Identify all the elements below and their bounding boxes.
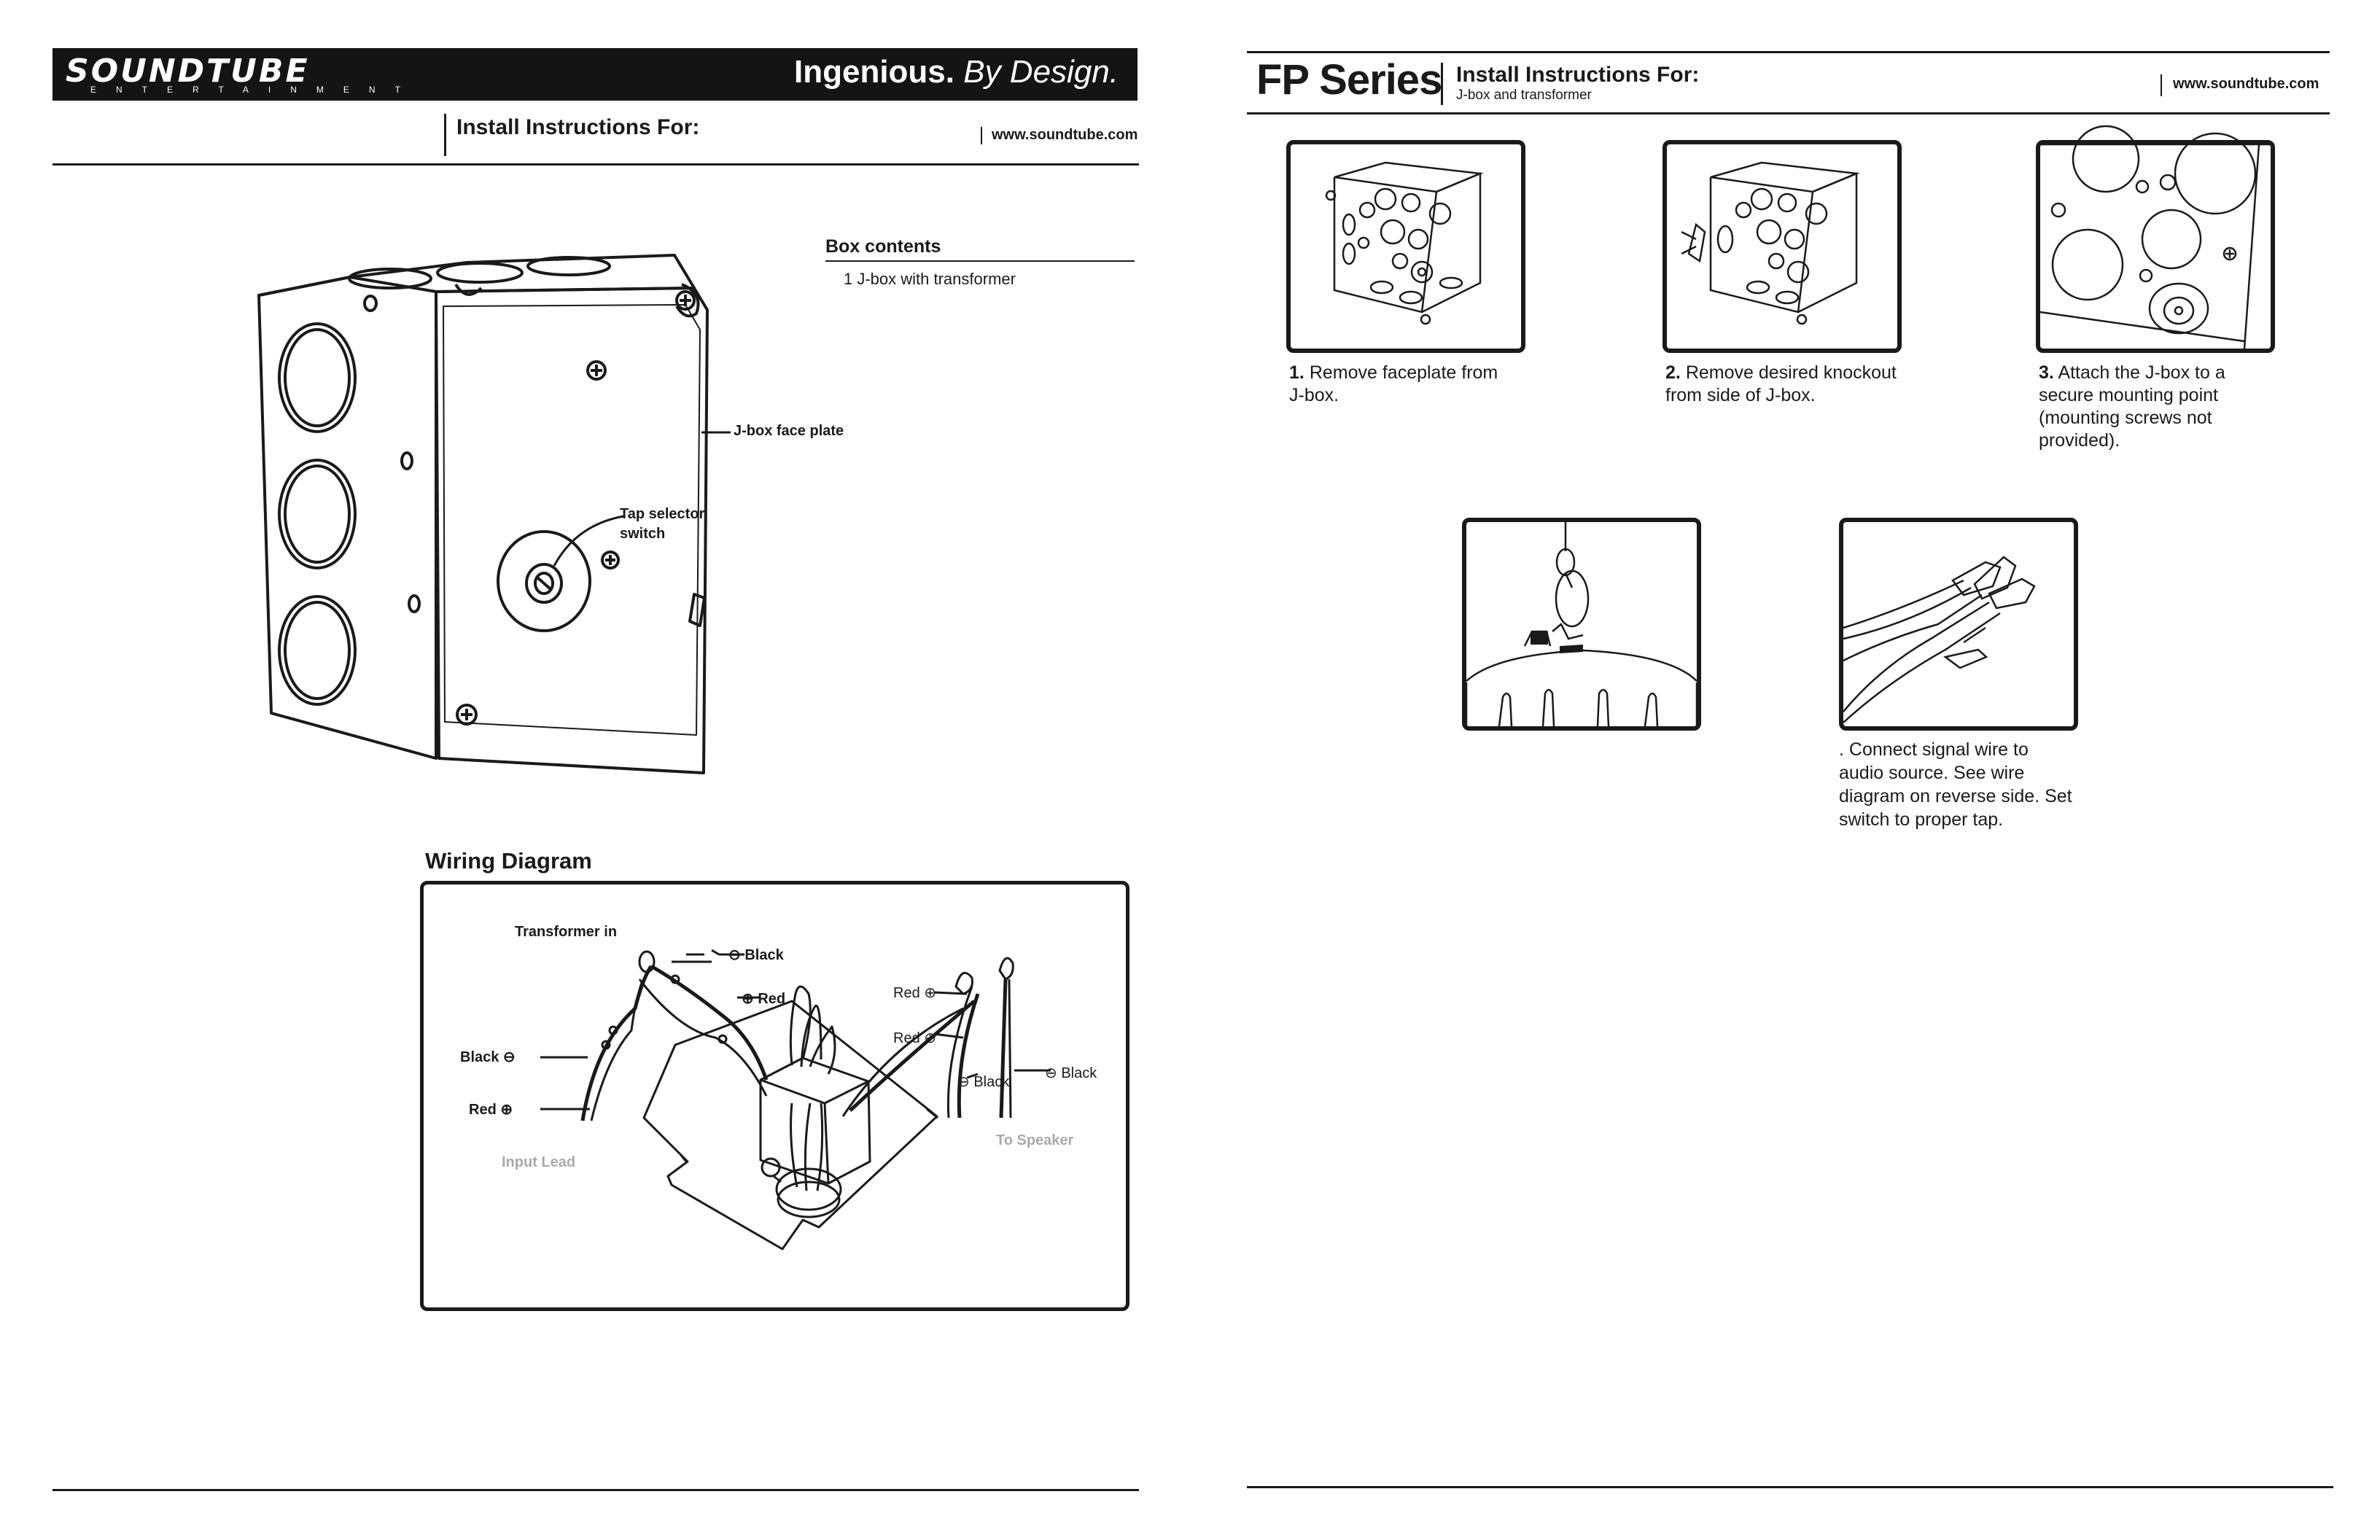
step-4-text: . Connect signal wire to audio source. S… (1839, 738, 2072, 831)
step-3-text: 3. Attach the J-box to a secure mounting… (2039, 362, 2272, 452)
step-4-wires-image (1839, 518, 2078, 731)
tagline-bold: Ingenious. (794, 54, 954, 90)
jbox-open-drawing (1325, 161, 1484, 325)
website-url-left[interactable]: www.soundtube.com (992, 127, 1138, 143)
brand-logo-subtitle: ENTERTAINMENT (90, 85, 420, 95)
label-red-speaker-1: Red ⊕ (893, 985, 937, 1001)
header-bottom-rule-right (1247, 112, 2330, 114)
label-red-top: ⊕ Red (742, 991, 786, 1007)
label-black-speaker-1-text: Black (973, 1074, 1010, 1090)
label-red-speaker-2: Red ⊕ (893, 1030, 937, 1046)
footer-rule-left (52, 1489, 1139, 1491)
website-url-right[interactable]: www.soundtube.com (2173, 76, 2319, 92)
brand-logo: SOUNDTUBE (66, 52, 310, 90)
wiring-diagram-drawing (540, 949, 1051, 1251)
step-4-hanging-image (1462, 518, 1701, 731)
wiring-diagram-title: Wiring Diagram (425, 848, 592, 874)
step-3-description: Attach the J-box to a secure mounting po… (2039, 362, 2225, 451)
brand-tagline: Ingenious. By Design. (794, 54, 1119, 90)
install-title-right: Install Instructions For: (1456, 63, 1700, 87)
step-2-number: 2. (1665, 362, 1681, 383)
url-separator (981, 127, 982, 144)
tagline-italic: By Design. (963, 54, 1119, 90)
label-black-left: Black ⊖ (460, 1049, 516, 1065)
label-red-top-text: Red (758, 991, 786, 1007)
install-title-left: Install Instructions For: (456, 115, 700, 139)
step-1-description: Remove faceplate from J-box. (1289, 362, 1498, 405)
callout-tap-switch-line1: Tap selector (620, 506, 705, 522)
header-separator-right (1441, 63, 1443, 105)
box-contents-item: 1 J-box with transformer (844, 270, 1016, 288)
signal-wire-drawing (1843, 556, 2036, 723)
jbox-knockout-drawing (1681, 161, 1860, 325)
step-1-text: 1. Remove faceplate from J-box. (1289, 362, 1508, 407)
step-2-text: 2. Remove desired knockout from side of … (1665, 362, 1906, 407)
label-to-speaker: To Speaker (996, 1132, 1074, 1148)
header-brand-bar: SOUNDTUBE ENTERTAINMENT Ingenious. By De… (52, 48, 1138, 101)
label-transformer-in: Transformer in (515, 924, 618, 940)
box-contents-title: Box contents (825, 236, 941, 257)
series-title: FP Series (1256, 56, 1442, 104)
step-3-image (2036, 125, 2275, 353)
callout-tap-switch-line2: switch (620, 526, 666, 542)
box-contents-rule (825, 260, 1135, 262)
label-black-speaker-1: ⊖ Black (957, 1074, 1010, 1090)
label-black-speaker-2-text: Black (1061, 1065, 1097, 1081)
jbox-illustration (257, 254, 731, 774)
callout-faceplate: J-box face plate (734, 423, 844, 439)
label-red-speaker-1-text: Red (893, 985, 920, 1001)
install-subtitle: J-box and transformer (1456, 88, 1592, 103)
step-4-description: . Connect signal wire to audio source. S… (1839, 739, 2072, 830)
wiring-diagram-frame: Transformer in ⊖ Black ⊕ Red Black ⊖ Red… (420, 881, 1129, 1311)
callout-tap-switch: Tap selector switch (620, 505, 704, 544)
step-3-number: 3. (2039, 362, 2054, 383)
jbox-mounting-drawing (2039, 125, 2271, 349)
footer-rule-right (1247, 1486, 2333, 1488)
label-red-left-text: Red (469, 1102, 497, 1118)
url-separator-right (2161, 74, 2162, 96)
label-black-top-text: Black (744, 947, 784, 963)
header-rule-left (52, 163, 1139, 166)
label-red-left: Red ⊕ (469, 1102, 513, 1118)
speaker-hanging-drawing (1465, 522, 1698, 727)
step-2-description: Remove desired knockout from side of J-b… (1665, 362, 1897, 405)
step-2-image (1662, 140, 1902, 353)
label-input-lead: Input Lead (502, 1154, 576, 1170)
step-1-image (1286, 140, 1525, 353)
step-1-number: 1. (1289, 362, 1304, 383)
label-black-left-text: Black (460, 1049, 499, 1065)
label-black-speaker-2: ⊖ Black (1045, 1065, 1097, 1081)
label-black-top: ⊖ Black (728, 947, 784, 963)
header-top-rule-right (1247, 51, 2330, 53)
header-separator (444, 114, 446, 156)
label-red-speaker-2-text: Red (893, 1030, 920, 1046)
